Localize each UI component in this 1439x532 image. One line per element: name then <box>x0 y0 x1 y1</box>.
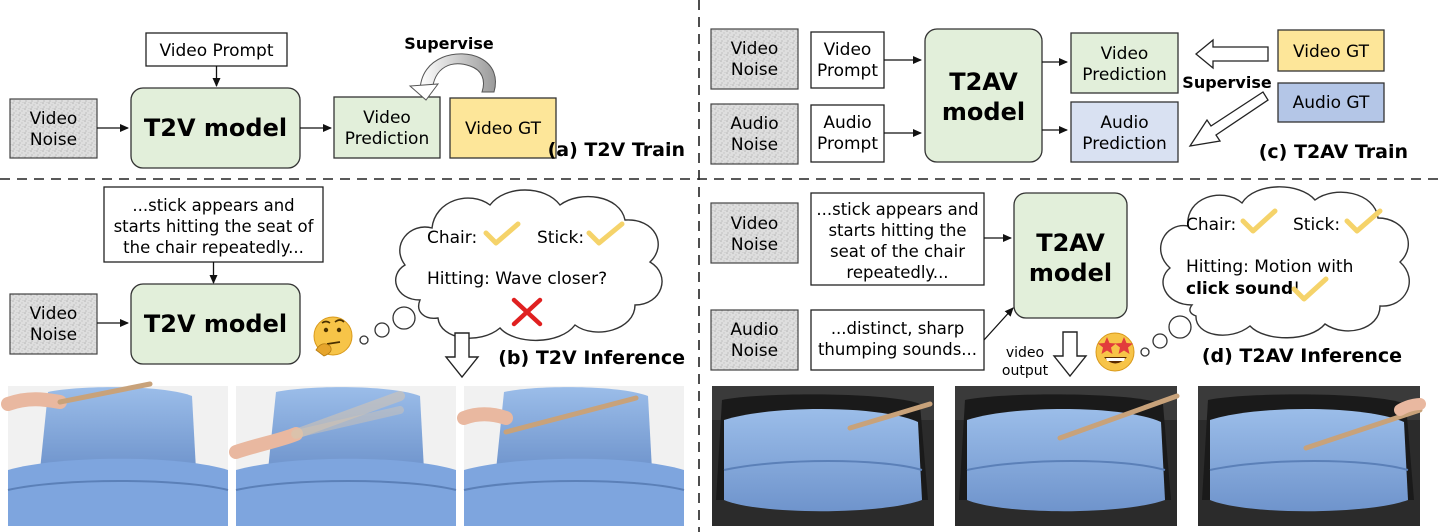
c-audio-prediction-box <box>1070 101 1179 163</box>
b-check-stick-icon <box>586 221 625 246</box>
d-output-l2: output <box>1002 363 1049 379</box>
c-aprompt-l1: Audio <box>823 113 871 133</box>
b-video-frame-3 <box>457 386 685 526</box>
d-vnoise-l2: Noise <box>731 235 778 255</box>
a-model-label: T2V model <box>144 114 287 142</box>
c-video-prompt-box <box>810 31 885 89</box>
d-anoise-l2: Noise <box>731 341 778 361</box>
d-thought-chair: Chair: <box>1186 215 1236 235</box>
b-thought-stick: Stick: <box>537 228 584 248</box>
c-supervise-video-arrow-icon <box>1194 38 1269 70</box>
d-video-frame-1 <box>712 386 934 526</box>
b-down-arrow-icon <box>444 332 480 379</box>
d-video-frame-3 <box>1198 386 1426 526</box>
b-prompt-box <box>103 186 324 263</box>
panel-c: Video Noise Video Prompt Audio Noise Aud… <box>710 28 1408 165</box>
b-prompt-l3: the chair repeatedly... <box>123 238 304 257</box>
a-prediction-box <box>333 96 441 159</box>
d-thought-stick: Stick: <box>1293 215 1340 235</box>
c-video-gt-box <box>1277 29 1385 72</box>
c-t2av-model-box <box>924 28 1043 163</box>
c-video-prediction-box <box>1070 32 1179 94</box>
d-model-l1: T2AV <box>1036 229 1105 257</box>
b-video-noise-box <box>9 293 98 355</box>
d-check-hitting-icon <box>1291 276 1329 302</box>
d-vprompt-l3: seat of the chair <box>830 242 965 261</box>
d-video-noise-box <box>710 202 799 264</box>
b-video-frame-2 <box>229 386 457 526</box>
a-video-prompt: Video Prompt <box>159 41 273 61</box>
b-noise-l2: Noise <box>30 325 77 345</box>
c-vpred-l1: Video <box>1101 44 1149 64</box>
panel-b: ...stick appears and starts hitting the … <box>1 186 685 526</box>
b-model-label: T2V model <box>144 310 287 338</box>
d-thought-bold: click sound <box>1186 279 1293 299</box>
c-anoise-l1: Audio <box>730 114 778 134</box>
d-vprompt-l1: ...stick appears and <box>816 200 978 219</box>
panel-d: Video Noise ...stick appears and starts … <box>710 186 1426 526</box>
c-model-l1: T2AV <box>949 68 1018 96</box>
b-t2v-model-box <box>130 283 301 365</box>
d-caption: (d) T2AV Inference <box>1202 345 1402 367</box>
b-thought-hitting: Hitting: Wave closer? <box>427 269 607 289</box>
c-apred-l1: Audio <box>1100 113 1148 133</box>
c-vprompt-l2: Prompt <box>817 61 878 81</box>
c-supervise-audio-arrow-icon <box>1188 91 1269 147</box>
a-pred-l1: Video <box>363 108 411 128</box>
d-vnoise-l1: Video <box>731 214 779 234</box>
cross-icon <box>511 297 543 327</box>
d-vprompt-l4: repeatedly... <box>846 263 948 282</box>
b-prompt-l2: starts hitting the seat of <box>114 217 315 236</box>
star-struck-face-icon <box>1095 332 1135 372</box>
c-aprompt-l2: Prompt <box>817 134 878 154</box>
b-thought-chair: Chair: <box>427 228 477 248</box>
d-anoise-l1: Audio <box>730 320 778 340</box>
d-check-chair-icon <box>1240 208 1278 234</box>
d-output-l1: video <box>1006 345 1044 361</box>
c-audio-noise-box <box>710 103 799 165</box>
d-aprompt-l1: ...distinct, sharp <box>831 319 964 338</box>
c-vprompt-l1: Video <box>824 40 872 60</box>
a-pred-l2: Prediction <box>345 129 429 149</box>
d-thought-hitting-1: Hitting: Motion with <box>1186 257 1353 277</box>
c-video-noise-box <box>710 28 799 90</box>
a-noise-l2: Noise <box>30 130 77 150</box>
d-vprompt-l2: starts hitting the <box>828 221 966 240</box>
a-gt-box <box>449 97 557 159</box>
a-noise-l1: Video <box>30 109 78 129</box>
c-vgt-label: Video GT <box>1293 42 1370 62</box>
d-thought-hitting-2: click sound! <box>1186 279 1300 299</box>
c-vnoise-l2: Noise <box>731 60 778 80</box>
b-thought-cloud <box>395 189 663 342</box>
c-supervise: Supervise <box>1182 73 1272 92</box>
d-video-frame-2 <box>955 386 1180 526</box>
c-vnoise-l1: Video <box>731 39 779 59</box>
c-audio-gt-box <box>1277 82 1385 123</box>
a-supervise: Supervise <box>404 34 494 53</box>
b-video-frame-1 <box>1 381 229 526</box>
c-anoise-l2: Noise <box>731 135 778 155</box>
a-gt-label: Video GT <box>465 119 542 139</box>
b-prompt-l1: ...stick appears and <box>132 196 294 215</box>
d-model-l2: model <box>1029 259 1112 287</box>
b-caption: (b) T2V Inference <box>498 347 685 369</box>
b-noise-l1: Video <box>30 304 78 324</box>
d-audio-noise-box <box>710 309 799 371</box>
a-caption: (a) T2V Train <box>548 139 685 161</box>
c-model-l2: model <box>942 98 1025 126</box>
c-apred-l2: Prediction <box>1082 134 1166 154</box>
d-t2av-model-box <box>1013 192 1128 319</box>
c-vpred-l2: Prediction <box>1082 65 1166 85</box>
c-caption: (c) T2AV Train <box>1259 141 1408 163</box>
a-video-noise-box <box>9 98 98 159</box>
d-video-prompt-box <box>810 192 985 286</box>
c-agt-label: Audio GT <box>1293 93 1370 113</box>
thinking-face-icon <box>313 316 353 357</box>
panel-a: Video Prompt Video Noise T2V model Video… <box>9 32 685 169</box>
d-down-arrow-icon <box>1052 331 1088 378</box>
d-check-stick-icon <box>1344 208 1383 234</box>
d-aprompt-l2: thumping sounds... <box>818 340 977 359</box>
b-check-chair-icon <box>483 221 521 246</box>
